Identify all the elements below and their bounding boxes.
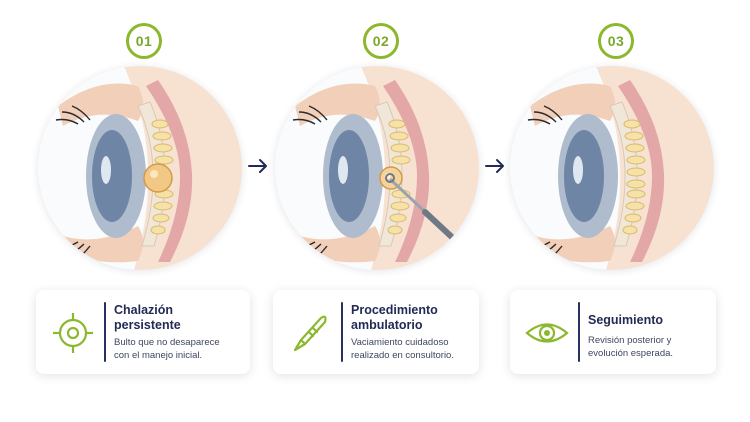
step-number-badge: 03: [598, 23, 634, 59]
step-title-line: ambulatorio: [351, 318, 423, 332]
step-number-badge: 01: [126, 23, 162, 59]
step-description-line: Bulto que no desaparece: [114, 337, 220, 348]
step-title-line: persistente: [114, 318, 181, 332]
step-description-line: evolución esperada.: [588, 348, 674, 359]
step-card: Seguimiento Revisión posterior y evoluci…: [510, 290, 716, 374]
step-description: Revisión posterior y evolución esperada.: [588, 334, 673, 360]
step-1: 01: [20, 0, 256, 422]
step-description-line: con el manejo inicial.: [114, 350, 203, 361]
step-title-line: Seguimiento: [588, 313, 664, 327]
eyelid-illustration: [38, 66, 242, 270]
step-2: 02: [257, 0, 493, 422]
step-title: Seguimiento: [588, 313, 663, 328]
eyelid-healed-icon: [527, 66, 714, 270]
eye-icon: [524, 310, 570, 356]
step-description: Vaciamiento cuidadoso realizado en consu…: [351, 336, 454, 362]
eyelid-procedure-icon: [292, 66, 479, 270]
step-3: 03: [492, 0, 728, 422]
eyelid-cross-section-icon: [55, 66, 242, 270]
arrow-right-icon: [485, 158, 505, 174]
card-divider: [578, 302, 580, 362]
step-description-line: realizado en consultorio.: [351, 350, 454, 361]
eyelid-illustration: [510, 66, 714, 270]
step-title: Chalazión persistente: [114, 303, 181, 333]
step-description-line: Vaciamiento cuidadoso: [351, 337, 449, 348]
step-card: Procedimiento ambulatorio Vaciamiento cu…: [273, 290, 479, 374]
card-divider: [104, 302, 106, 362]
step-title: Procedimiento ambulatorio: [351, 303, 438, 333]
scalpel-icon: [287, 310, 333, 356]
target-icon: [50, 310, 96, 356]
step-description: Bulto que no desaparece con el manejo in…: [114, 336, 220, 362]
step-description-line: Revisión posterior y: [588, 335, 672, 346]
step-title-line: Procedimiento: [351, 303, 438, 317]
step-card: Chalazión persistente Bulto que no desap…: [36, 290, 250, 374]
arrow-right-icon: [248, 158, 268, 174]
card-divider: [341, 302, 343, 362]
step-number-badge: 02: [363, 23, 399, 59]
step-title-line: Chalazión: [114, 303, 174, 317]
eyelid-illustration: [275, 66, 479, 270]
